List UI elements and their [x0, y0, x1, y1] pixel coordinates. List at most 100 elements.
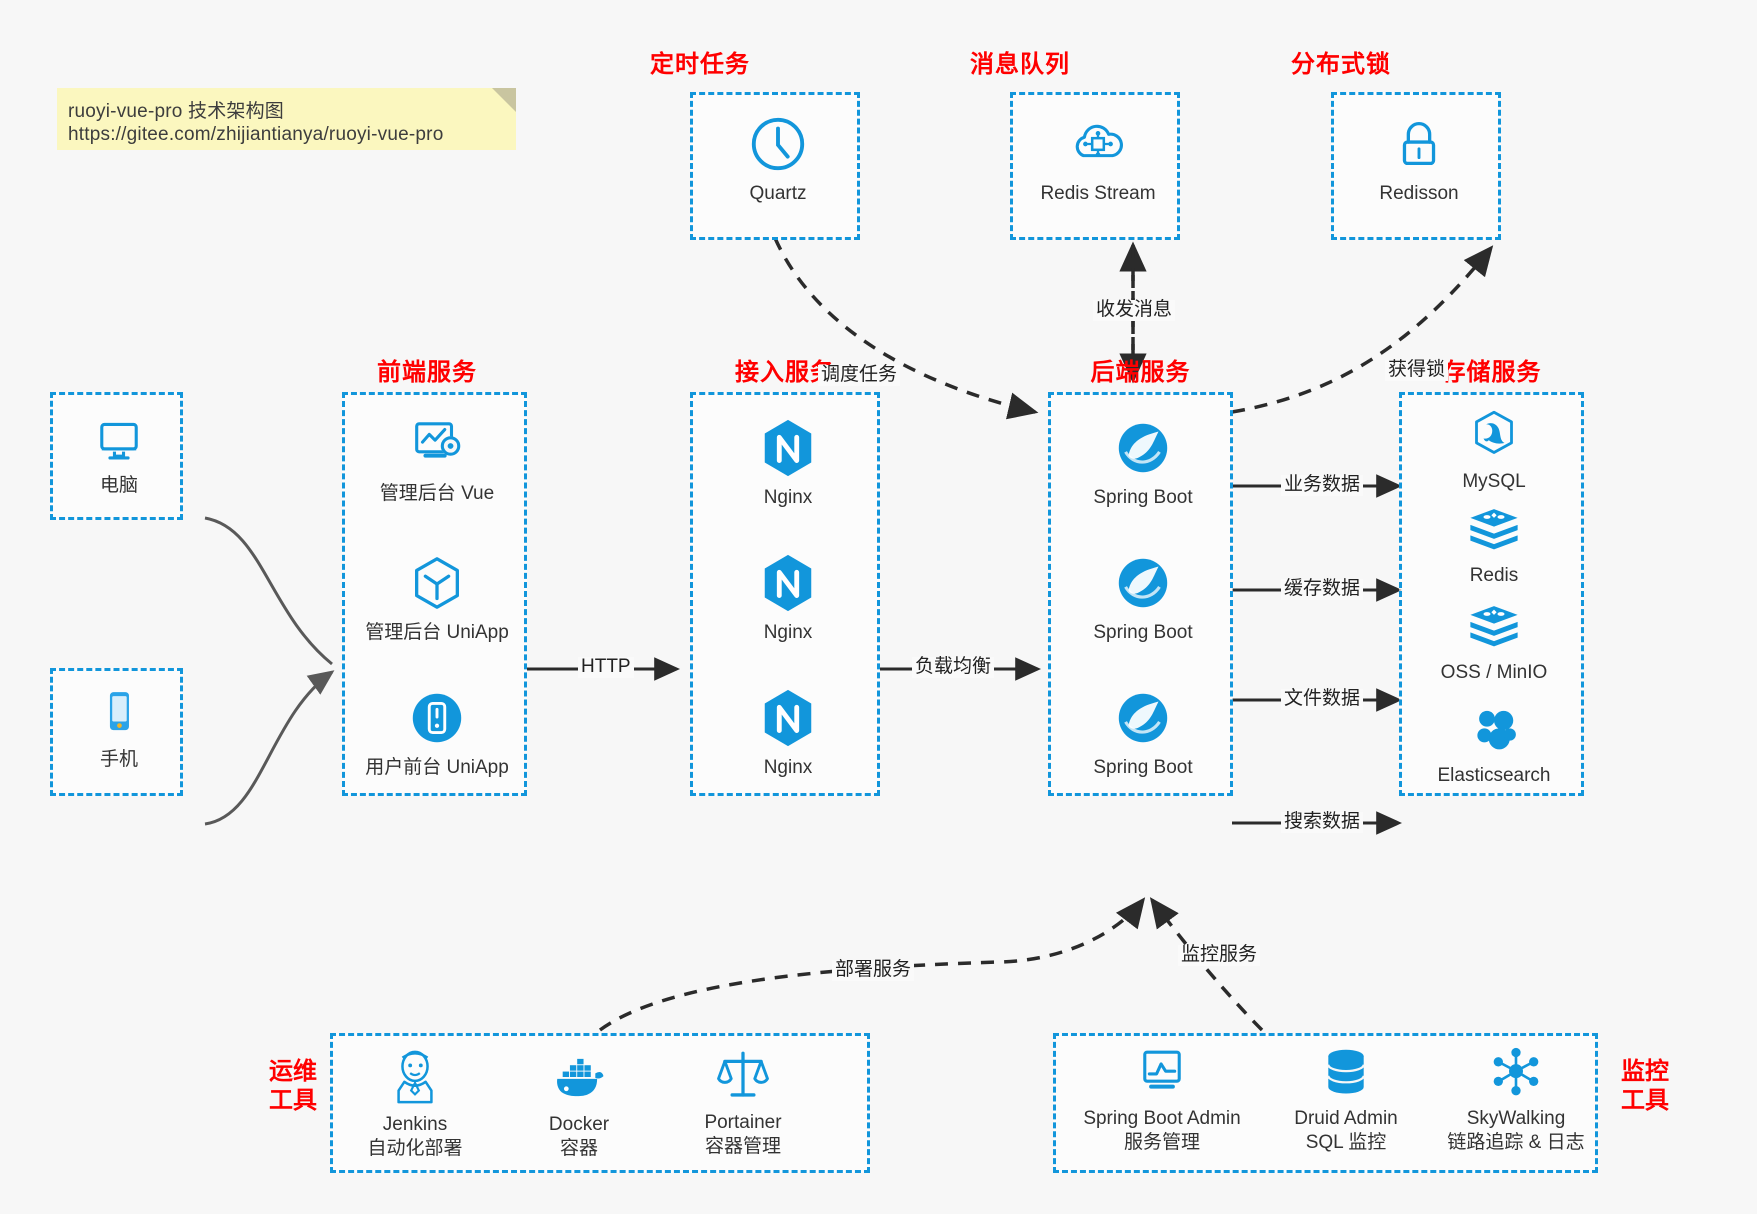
node-label: Spring Boot [1093, 622, 1193, 643]
redis-icon [1470, 509, 1518, 550]
spring-icon [1118, 693, 1168, 743]
node-label: Redis Stream [1040, 183, 1156, 204]
edge-label-business-data: 业务数据 [1281, 474, 1364, 496]
group-box-storage[interactable]: MySQL Redis OSS / MinIO [1399, 392, 1584, 796]
node-druid-admin[interactable]: Druid Admin SQL 监控 [1256, 1046, 1436, 1155]
group-box-scheduler[interactable]: Quartz [690, 92, 860, 240]
spring-icon [1118, 558, 1168, 608]
node-redisson[interactable]: Redisson [1334, 113, 1504, 206]
desktop-icon [100, 422, 138, 460]
group-box-monitor[interactable]: Spring Boot Admin 服务管理 Druid Admin SQL 监… [1053, 1033, 1598, 1173]
edge-label-send-receive-message: 收发消息 [1093, 299, 1176, 321]
uniapp-round-icon [412, 693, 462, 743]
note-url: https://gitee.com/zhijiantianya/ruoyi-vu… [68, 124, 444, 145]
group-title-storage: 存储服务 [1441, 359, 1542, 386]
node-sublabel: 链路追踪 & 日志 [1447, 1131, 1585, 1153]
node-mysql[interactable]: MySQL [1409, 407, 1579, 494]
node-admin-uniapp[interactable]: 管理后台 UniApp [352, 552, 522, 645]
monitor-chart-icon [1143, 1050, 1181, 1089]
group-title-scheduler: 定时任务 [650, 51, 750, 78]
node-sublabel: 容器管理 [704, 1135, 781, 1157]
node-quartz[interactable]: Quartz [693, 113, 863, 206]
docker-icon [557, 1058, 604, 1097]
group-box-lock[interactable]: Redisson [1331, 92, 1501, 240]
spring-icon [1118, 423, 1168, 473]
node-docker[interactable]: Docker 容器 [499, 1048, 659, 1161]
node-nginx-2[interactable]: Nginx [703, 552, 873, 645]
node-label: Jenkins [382, 1114, 448, 1135]
node-label: Nginx [763, 487, 813, 508]
node-label: MySQL [1462, 471, 1526, 492]
group-title-mq: 消息队列 [970, 51, 1070, 78]
group-box-client-desktop[interactable]: 电脑 [50, 392, 183, 520]
node-sublabel: SQL 监控 [1305, 1131, 1387, 1153]
database-icon [1327, 1049, 1365, 1094]
node-label: Spring Boot Admin [1083, 1108, 1241, 1129]
skywalking-icon [1493, 1047, 1539, 1096]
node-label: Portainer [704, 1112, 782, 1133]
edge-label-deploy-service: 部署服务 [832, 959, 915, 981]
node-sublabel: 容器 [559, 1137, 598, 1159]
node-oss-minio[interactable]: OSS / MinIO [1409, 602, 1579, 685]
node-portainer[interactable]: Portainer 容器管理 [663, 1046, 823, 1159]
node-spring-boot-3[interactable]: Spring Boot [1058, 687, 1228, 780]
edge-label-load-balance: 负载均衡 [912, 656, 995, 678]
node-sublabel: 服务管理 [1123, 1131, 1200, 1153]
node-label: 手机 [99, 749, 138, 770]
group-box-frontend[interactable]: 管理后台 Vue 管理后台 UniApp 用户前台 UniApp [342, 392, 527, 796]
minio-icon [1470, 606, 1518, 647]
edge-label-schedule-task: 调度任务 [818, 364, 901, 386]
group-title-gateway: 接入服务 [735, 359, 835, 386]
mysql-icon [1475, 410, 1513, 454]
edge-label-acquire-lock: 获得锁 [1385, 359, 1449, 381]
edge-label-file-data: 文件数据 [1281, 688, 1364, 710]
group-box-devops[interactable]: Jenkins 自动化部署 Docker 容器 [330, 1033, 870, 1173]
node-label: 管理后台 UniApp [365, 622, 509, 643]
node-label: Nginx [763, 757, 813, 778]
node-redis[interactable]: Redis [1409, 505, 1579, 588]
node-label: SkyWalking [1466, 1108, 1566, 1129]
node-jenkins[interactable]: Jenkins 自动化部署 [335, 1048, 495, 1161]
portainer-icon [717, 1051, 769, 1097]
edge-label-search-data: 搜索数据 [1281, 811, 1364, 833]
node-nginx-3[interactable]: Nginx [703, 687, 873, 780]
group-box-backend[interactable]: Spring Boot Spring Boot Spring Boot [1048, 392, 1233, 796]
note-title: ruoyi-vue-pro 技术架构图 [68, 101, 285, 122]
dashboard-vue-icon [415, 422, 461, 458]
node-label: OSS / MinIO [1440, 662, 1548, 683]
node-skywalking[interactable]: SkyWalking 链路追踪 & 日志 [1416, 1046, 1616, 1155]
edge-label-monitor-service: 监控服务 [1178, 944, 1261, 966]
node-label: 管理后台 Vue [379, 483, 495, 504]
node-desktop[interactable]: 电脑 [34, 409, 204, 498]
group-title-backend: 后端服务 [1090, 359, 1191, 386]
node-label: Spring Boot [1093, 757, 1193, 778]
group-box-mq[interactable]: Redis Stream [1010, 92, 1180, 240]
node-phone[interactable]: 手机 [34, 683, 204, 772]
node-label: Docker [548, 1114, 610, 1135]
group-box-client-phone[interactable]: 手机 [50, 668, 183, 796]
node-label: 用户前台 UniApp [365, 757, 509, 778]
node-admin-vue[interactable]: 管理后台 Vue [352, 417, 522, 506]
group-box-gateway[interactable]: Nginx Nginx Nginx [690, 392, 880, 796]
node-spring-boot-1[interactable]: Spring Boot [1058, 417, 1228, 510]
node-sublabel: 自动化部署 [367, 1137, 463, 1159]
group-title-monitor-line1: 监控 [1621, 1058, 1669, 1085]
node-elasticsearch[interactable]: Elasticsearch [1409, 705, 1579, 788]
node-spring-boot-2[interactable]: Spring Boot [1058, 552, 1228, 645]
lock-icon [1402, 122, 1436, 166]
note-fold-corner [492, 88, 516, 112]
node-nginx-1[interactable]: Nginx [703, 417, 873, 510]
node-user-uniapp[interactable]: 用户前台 UniApp [352, 687, 522, 780]
node-label: Elasticsearch [1437, 765, 1551, 786]
node-redis-stream[interactable]: Redis Stream [1013, 113, 1183, 206]
node-label: Quartz [749, 183, 807, 204]
group-title-monitor: 监控 工具 [1610, 1058, 1680, 1116]
group-title-frontend: 前端服务 [377, 359, 477, 386]
edge-label-http: HTTP [578, 656, 634, 678]
node-label: Nginx [763, 622, 813, 643]
jenkins-icon [397, 1050, 433, 1104]
node-label: Redis [1469, 565, 1519, 586]
nginx-icon [764, 554, 812, 612]
node-spring-boot-admin[interactable]: Spring Boot Admin 服务管理 [1062, 1046, 1262, 1155]
group-title-devops-line1: 运维 [269, 1058, 317, 1085]
